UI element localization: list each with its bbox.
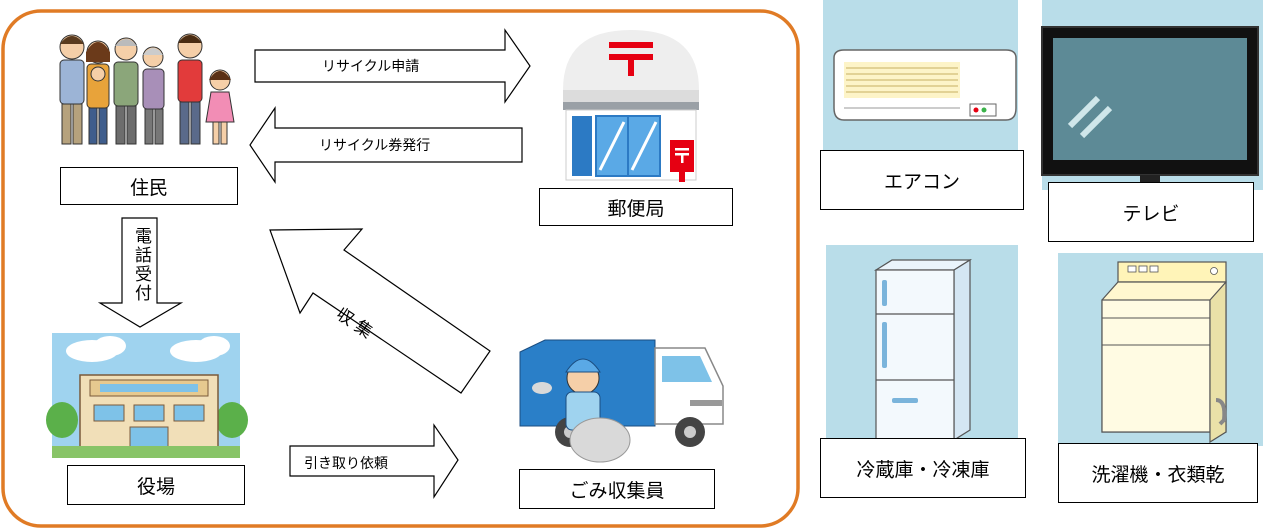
appliance-label-washing-machine: 洗濯機・衣類乾 (1058, 443, 1258, 503)
tv-icon (1041, 26, 1259, 190)
washing-machine-icon (1101, 261, 1227, 444)
appliance-label-tv: テレビ (1048, 182, 1254, 242)
family-icon (59, 33, 235, 145)
arrow-phone (97, 217, 184, 328)
appliance-label-refrigerator: 冷蔵庫・冷凍庫 (820, 438, 1026, 498)
air-conditioner-icon (833, 49, 1017, 121)
arrow-ticket-issue (249, 106, 523, 184)
resident-label: 住民 (60, 167, 238, 205)
arrow-pickup-request-label: 引き取り依頼 (304, 456, 388, 472)
arrow-phone-label: 電話受付 (131, 227, 151, 303)
town-office-label: 役場 (67, 465, 245, 505)
arrow-pickup-request (289, 423, 459, 500)
post-office-label: 郵便局 (539, 188, 733, 226)
arrow-recycle-apply-label: リサイクル申請 (322, 59, 420, 75)
arrow-ticket-issue-label: リサイクル券発行 (319, 138, 431, 154)
arrow-collect (269, 228, 491, 394)
town-office-icon (46, 333, 248, 458)
collector-label: ごみ収集員 (519, 469, 715, 509)
garbage-truck-icon (519, 339, 724, 463)
appliance-label-air-conditioner: エアコン (820, 150, 1024, 210)
post-office-icon (563, 30, 699, 182)
arrow-recycle-apply (254, 28, 531, 104)
refrigerator-icon (873, 258, 973, 442)
